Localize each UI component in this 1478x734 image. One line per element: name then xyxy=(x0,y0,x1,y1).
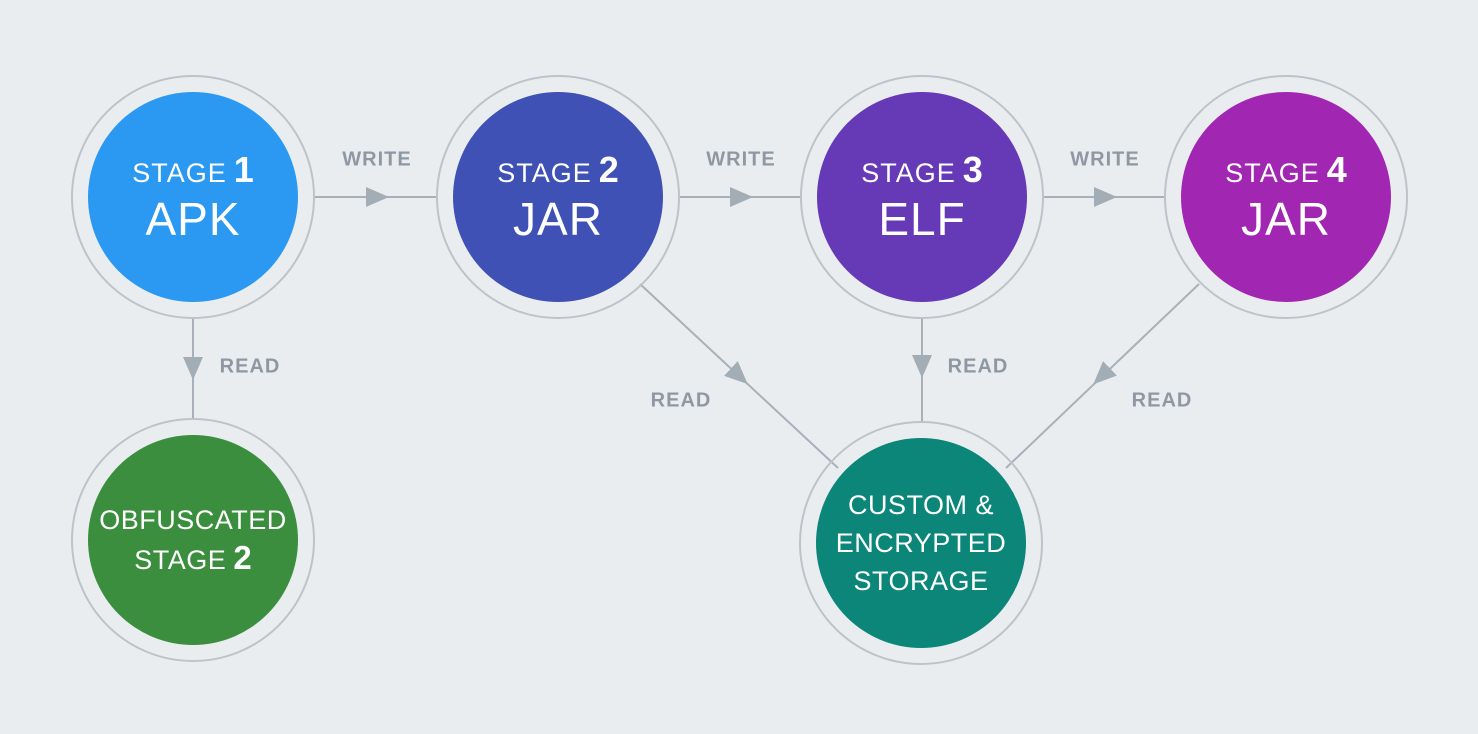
node-stage2-title: STAGE 2 xyxy=(497,152,619,188)
node-stage2-disc: STAGE 2 JAR xyxy=(453,92,663,302)
stage-number-label: 3 xyxy=(962,149,983,190)
stage-prefix-label: STAGE xyxy=(1225,158,1320,188)
arrowhead-icon xyxy=(1094,187,1117,207)
edge-label-read-stage4-storage: READ xyxy=(1131,389,1193,412)
stage-prefix-label: STAGE xyxy=(497,158,592,188)
node-stage2-sublabel: JAR xyxy=(513,193,603,245)
node-stage3-title: STAGE 3 xyxy=(861,152,983,188)
arrowhead-icon xyxy=(724,361,748,385)
arrowhead-icon xyxy=(183,357,203,380)
node-stage4-title: STAGE 4 xyxy=(1225,152,1347,188)
storage-line1: CUSTOM & xyxy=(847,490,994,520)
node-stage3-elf: STAGE 3 ELF xyxy=(800,75,1044,319)
node-stage1-apk: STAGE 1 APK xyxy=(71,75,315,319)
node-stage4-jar: STAGE 4 JAR xyxy=(1164,75,1408,319)
stage-number-label: 1 xyxy=(233,149,254,190)
stage-number-label: 4 xyxy=(1326,149,1347,190)
node-stage1-disc: STAGE 1 APK xyxy=(88,92,298,302)
edge-label-write-stage1-stage2: WRITE xyxy=(342,148,412,171)
storage-line2: ENCRYPTED xyxy=(835,528,1007,558)
edge-label-read-stage2-storage: READ xyxy=(650,389,712,412)
edge-label-read-stage3-storage: READ xyxy=(947,355,1009,378)
node-stage1-sublabel: APK xyxy=(145,193,241,245)
stage-prefix-label: STAGE xyxy=(132,158,227,188)
edge-label-write-stage3-stage4: WRITE xyxy=(1070,148,1140,171)
node-stage4-sublabel: JAR xyxy=(1241,193,1331,245)
node-storage-disc: CUSTOM & ENCRYPTED STORAGE xyxy=(816,438,1026,648)
node-obfuscated-disc: OBFUSCATED STAGE 2 xyxy=(88,435,298,645)
node-custom-encrypted-storage: CUSTOM & ENCRYPTED STORAGE xyxy=(799,421,1043,665)
node-stage2-jar: STAGE 2 JAR xyxy=(436,75,680,319)
arrowhead-icon xyxy=(1093,361,1117,385)
stage-prefix-label: STAGE xyxy=(134,545,227,575)
stage-prefix-label: STAGE xyxy=(861,158,956,188)
arrowhead-icon xyxy=(366,187,389,207)
node-stage4-disc: STAGE 4 JAR xyxy=(1181,92,1391,302)
edge-label-write-stage2-stage3: WRITE xyxy=(706,148,776,171)
obfuscated-line1: OBFUSCATED xyxy=(99,505,287,535)
node-stage3-sublabel: ELF xyxy=(878,193,966,245)
stage-number-label: 2 xyxy=(233,539,252,576)
edge-label-read-stage1-obfuscated: READ xyxy=(219,355,281,378)
arrowhead-icon xyxy=(912,355,932,378)
node-stage1-title: STAGE 1 xyxy=(132,152,254,188)
arrowhead-icon xyxy=(730,187,753,207)
node-stage3-disc: STAGE 3 ELF xyxy=(817,92,1027,302)
stage-number-label: 2 xyxy=(598,149,619,190)
storage-line3: STORAGE xyxy=(853,566,989,596)
node-obfuscated-stage2: OBFUSCATED STAGE 2 xyxy=(71,418,315,662)
obfuscated-line2: STAGE 2 xyxy=(134,539,251,579)
